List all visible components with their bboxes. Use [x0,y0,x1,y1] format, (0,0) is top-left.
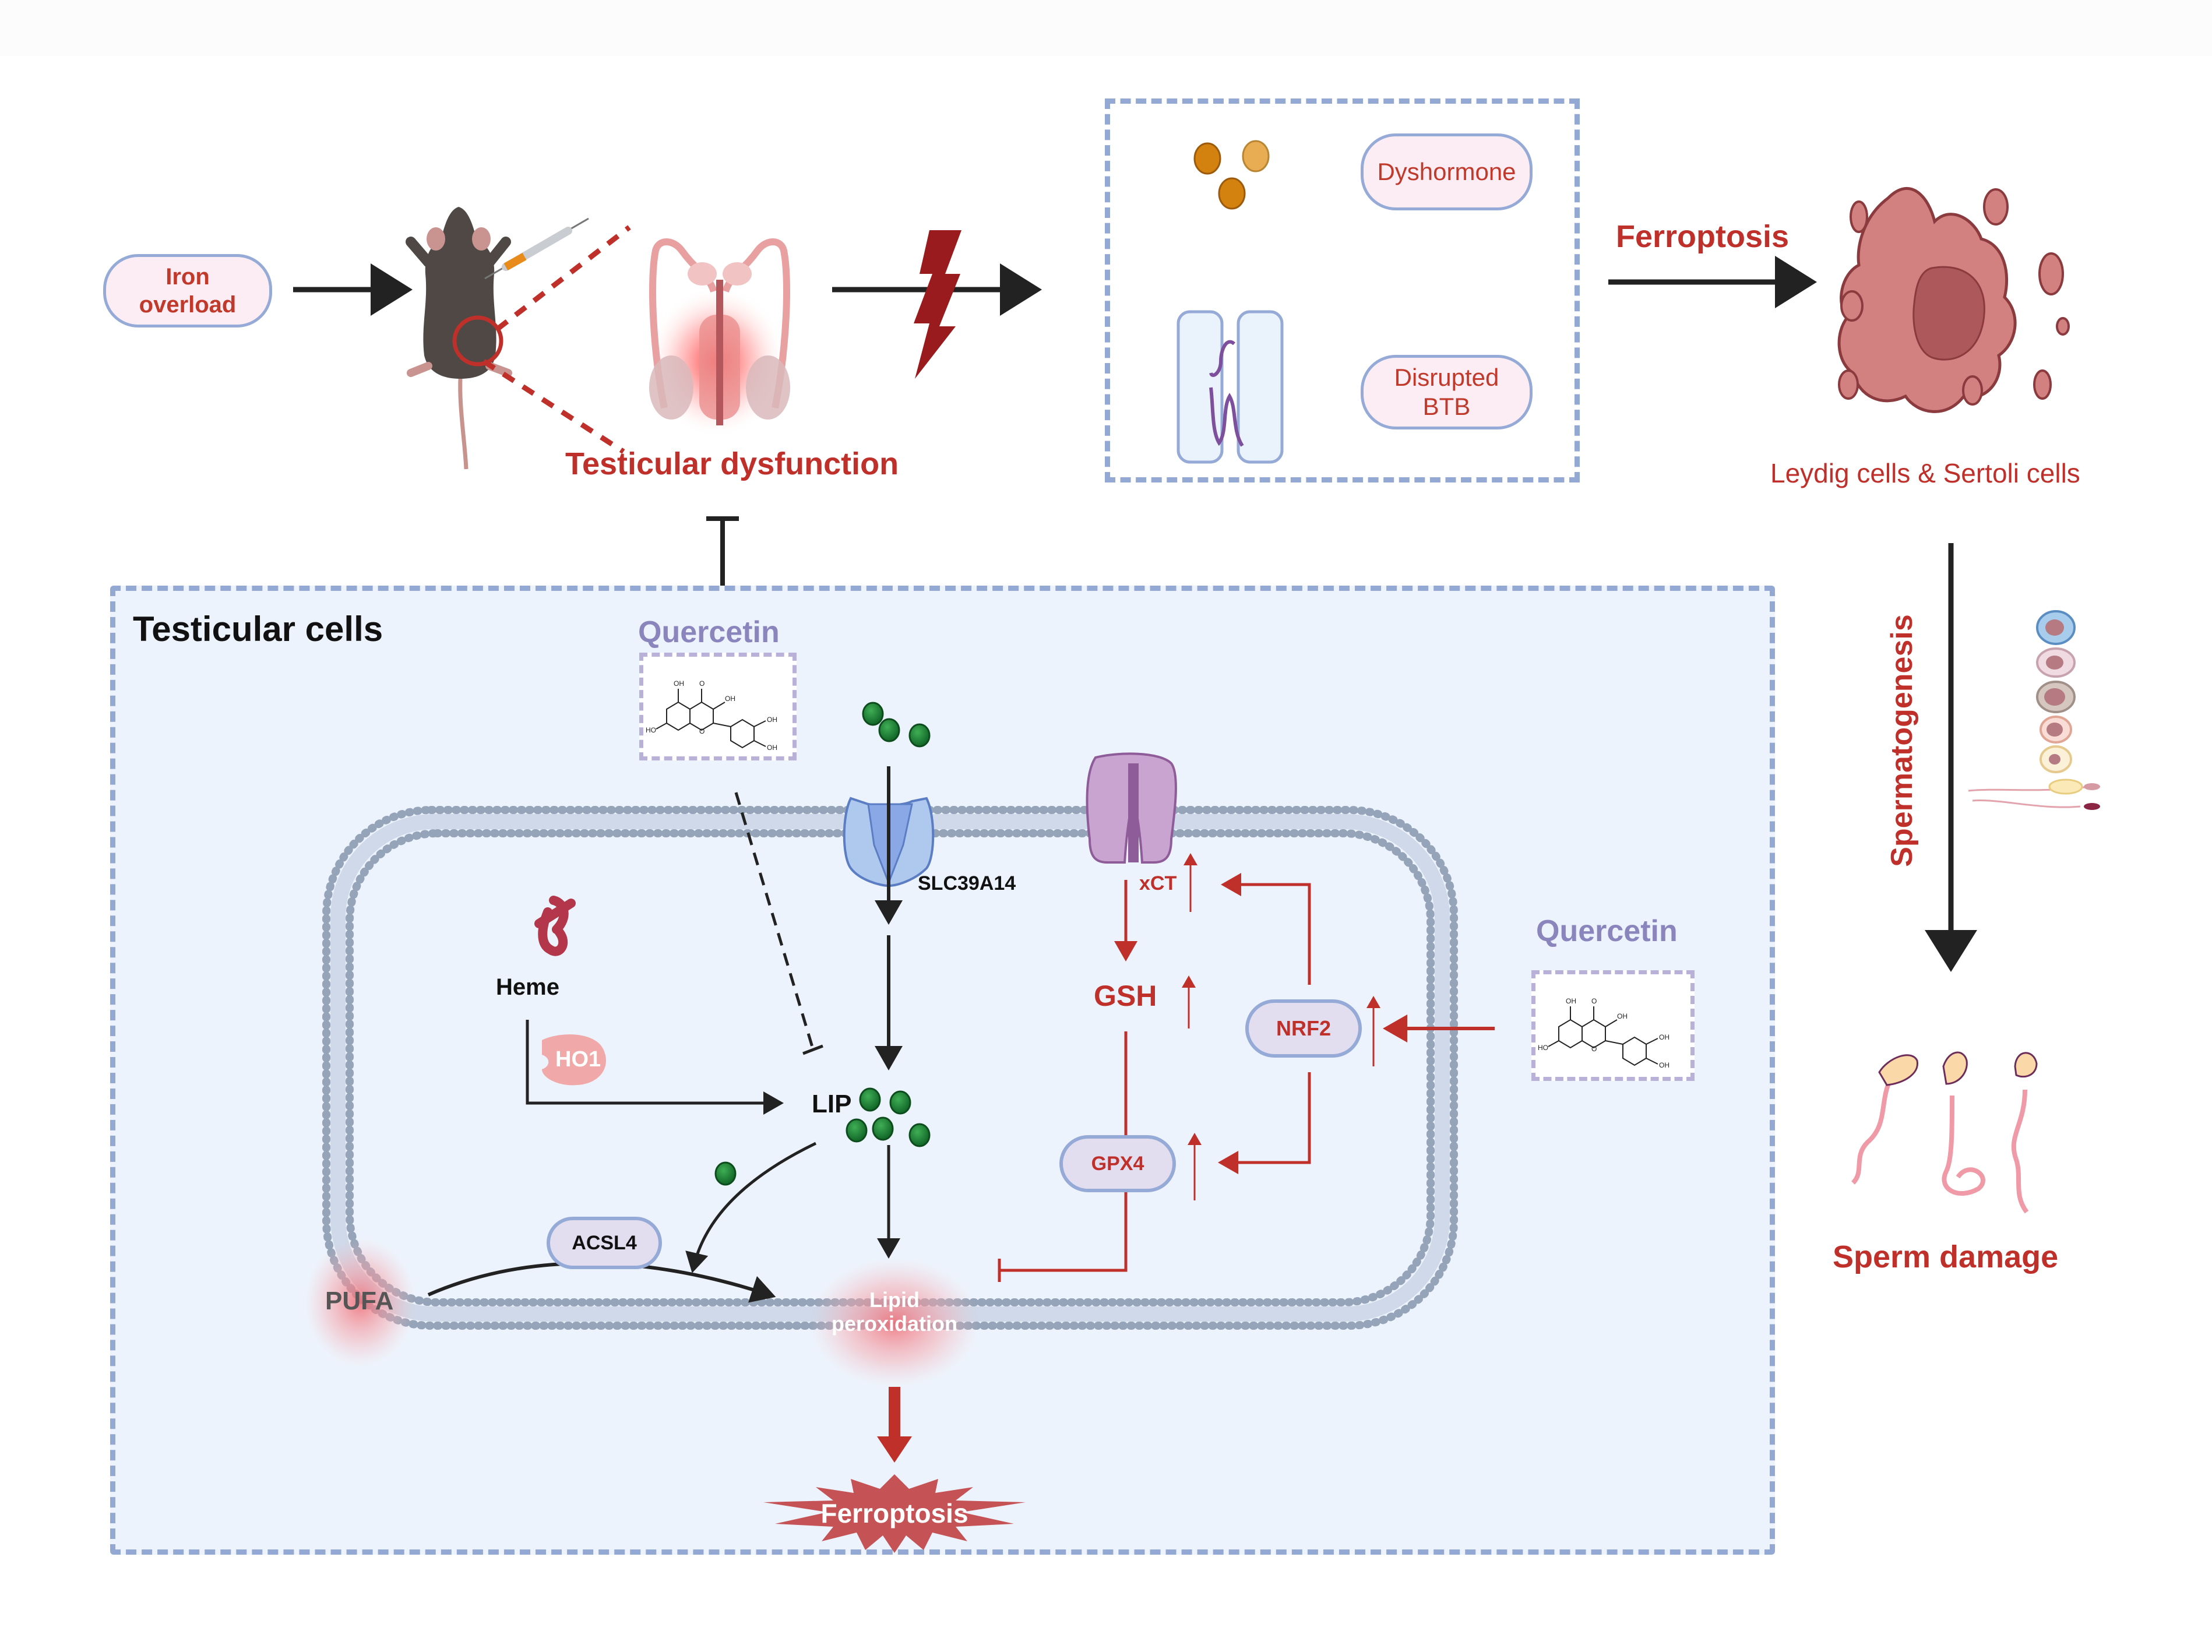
mol-label: OH [1659,1061,1669,1069]
acsl4-node: ACSL4 [547,1217,662,1269]
arrow-lip-to-acsl4 [685,1142,817,1273]
dead-cell-caption: Leydig cells & Sertoli cells [1770,458,2080,488]
lip-iron-cluster [714,1087,931,1186]
mol-label: HO [646,726,656,734]
ferroptosis-top-label: Ferroptosis [1616,219,1790,254]
testicular-dysfunction-label: Testicular dysfunction [565,446,899,481]
xct-transporter-icon [1086,752,1177,864]
lipid-peroxidation-glow [810,1259,979,1387]
lightning-icon [914,230,961,379]
quercetin-structure-right: OH O OH HO O OH OH [1531,970,1695,1081]
ho1-enzyme-icon [542,1034,606,1086]
gsh-label: GSH [1094,980,1157,1012]
mol-label: O [699,679,705,688]
pufa-glow [305,1238,415,1366]
damaged-sperm-icon [1851,1077,2029,1214]
ferroptosis-burst-label: Ferroptosis [820,1498,968,1528]
germ-cell-stages-icon [1968,610,2100,810]
arrowhead-ferroptosis [877,1436,912,1463]
reproductive-organ-icon [647,238,790,437]
quercetin-structure-top: OH O OH HO O OH OH [639,653,797,760]
slc39a14-label: SLC39A14 [918,872,1016,894]
dyshormone-node: Dyshormone [1361,133,1533,210]
panel-title: Testicular cells [133,610,383,649]
arrow-nrf2-to-xct [1221,873,1311,985]
pufa-label: PUFA [325,1287,394,1315]
mol-label: OH [1566,997,1576,1005]
zoom-line-bottom [482,359,625,454]
mol-label: O [1591,1045,1597,1053]
sperm-heads [1878,1051,2038,1086]
gpx4-node: GPX4 [1059,1135,1176,1192]
quercetin-top-label: Quercetin [638,615,780,649]
quercetin-inhibit-bar [802,1044,823,1055]
lip-label: LIP [812,1090,852,1118]
mol-label: HO [1538,1044,1548,1052]
quercetin-molecule-icon: OH O OH HO O OH OH [1538,997,1669,1069]
dead-cell-icon [1837,186,2070,413]
mol-label: OH [767,744,777,752]
heme-label: Heme [496,974,559,1000]
quercetin-right-label: Quercetin [1536,914,1678,948]
mol-label: OH [1617,1012,1628,1020]
nrf2-node: NRF2 [1245,999,1362,1058]
mouse-icon [406,207,512,470]
inhibit-gpx4-to-peroxidation [999,1183,1128,1272]
iron-overload-node: Iron overload [103,254,272,327]
ho1-label: HO1 [555,1047,601,1072]
arrow-heme-to-lip [526,1020,784,1115]
mol-label: OH [1659,1033,1669,1041]
testicular-cells-panel [110,586,1775,1555]
sperm-damage-label: Sperm damage [1833,1239,2059,1274]
quercetin-molecule-icon: OH O OH HO O OH OH [646,679,777,752]
heme-icon [534,896,576,956]
disrupted-btb-node: Disrupted BTB [1361,355,1533,429]
iron-particles-outside [862,702,931,748]
top-band [0,0,2212,56]
mol-label: OH [767,716,777,724]
syringe-icon [484,217,589,280]
ferroptosis-burst-icon [763,1474,1026,1553]
xct-label: xCT [1139,872,1177,894]
highlight-circle [452,315,503,367]
mol-label: O [699,727,705,735]
mol-label: OH [674,679,684,688]
zoom-line-top [495,225,631,332]
mol-label: OH [725,695,735,703]
mol-label: O [1591,997,1597,1005]
lipid-peroxidation-label: Lipid peroxidation [831,1288,958,1336]
quercetin-dashed-inhibit [734,792,815,1049]
arrow-nrf2-to-gpx4 [1218,1072,1311,1174]
